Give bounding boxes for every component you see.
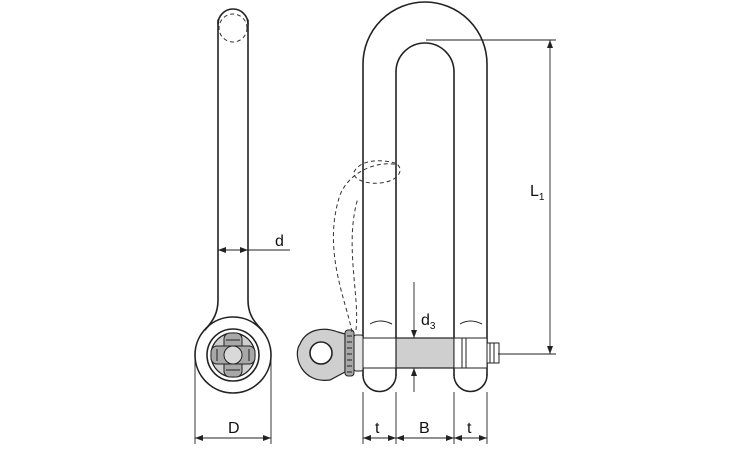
- pin-collar: [344, 329, 355, 377]
- pin-eye-head: [296, 328, 364, 381]
- pin-body-left: [362, 337, 397, 369]
- dim-d3: [411, 282, 417, 392]
- left-leg-bore: [369, 320, 393, 325]
- pin-thread-end: [486, 342, 500, 364]
- left-leg-end: [362, 374, 397, 393]
- right-leg-bore: [459, 320, 483, 325]
- pin-thread-lines: [461, 338, 495, 368]
- label-L1-sub: 1: [539, 192, 545, 203]
- right-leg-end: [453, 374, 488, 393]
- pin-body-right: [453, 337, 488, 369]
- side-view-pin-detail: [216, 339, 250, 371]
- side-view-rod-top: [217, 8, 249, 25]
- shackle-outer-loop: [362, 1, 488, 376]
- pin-eye-hole: [309, 341, 333, 365]
- dim-t-B-t: [362, 392, 488, 444]
- pin-shaded-section: [395, 337, 455, 369]
- label-t-right: t: [467, 420, 472, 437]
- label-t-left: t: [375, 420, 380, 437]
- side-view-eye-outer: [194, 316, 272, 394]
- side-view-eye-inner: [206, 328, 260, 382]
- label-d3-main: d: [421, 312, 430, 329]
- lanyard-wire-2: [351, 197, 359, 331]
- side-view: d D: [194, 8, 290, 444]
- label-d: d: [275, 233, 284, 250]
- dim-L1: [426, 39, 556, 355]
- pin-collar-knurl: [347, 335, 352, 373]
- label-L1-main: L: [530, 183, 539, 200]
- label-L1: L1: [530, 183, 545, 203]
- label-B: B: [419, 420, 430, 437]
- label-D: D: [228, 420, 240, 437]
- pin-collar-ring: [353, 334, 364, 372]
- label-d3-sub: 3: [430, 321, 436, 332]
- label-d3: d3: [421, 312, 436, 332]
- lanyard-wire: [333, 160, 401, 333]
- side-view-rod: [204, 19, 263, 331]
- dim-d: [218, 247, 290, 253]
- front-view: d3 L1 t B t: [296, 1, 556, 444]
- dim-D: [194, 358, 272, 444]
- shackle-inner-loop: [395, 42, 455, 376]
- side-view-pin-center: [223, 345, 243, 365]
- side-view-top-hidden: [218, 13, 248, 43]
